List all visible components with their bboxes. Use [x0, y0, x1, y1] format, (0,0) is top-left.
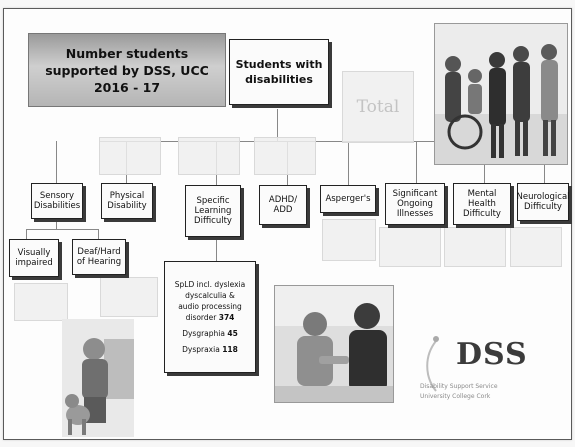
category-label-line: ADD	[273, 205, 293, 215]
spld-line-6: Dyspraxia 118	[182, 344, 238, 355]
count-placeholder-illness	[379, 227, 441, 267]
sub-label-line: Visually	[17, 248, 51, 258]
students-group-illustration	[435, 24, 567, 164]
category-label-line: Health	[468, 199, 496, 209]
sub-label-line: of Hearing	[76, 257, 122, 267]
dss-logo: DSS Disability Support Service Universit…	[414, 321, 554, 411]
spld-dysgraphia-label: Dysgraphia	[182, 329, 225, 338]
category-label-line: Physical	[109, 191, 145, 201]
spld-line-5: Dysgraphia 45	[182, 328, 238, 339]
dss-logo-tagline-1: Disability Support Service	[420, 383, 498, 390]
sub-node-visually-impaired: Visually impaired	[9, 239, 59, 277]
category-node-adhd: ADHD/ ADD	[259, 185, 307, 225]
category-label-line: Specific	[196, 196, 230, 206]
total-label: Total	[356, 97, 400, 117]
category-node-physical: Physical Disability	[101, 183, 153, 219]
tutoring-session-photo	[274, 285, 394, 403]
spld-line-4: disorder 374	[186, 312, 235, 323]
connector-root-down	[277, 109, 278, 141]
category-label-line: Learning	[194, 206, 232, 216]
tutoring-session-illustration	[275, 286, 393, 402]
connector-top-bus	[99, 141, 561, 142]
spld-dyspraxia-label: Dyspraxia	[182, 345, 220, 354]
dss-logo-text: DSS	[456, 337, 528, 372]
connector-visual	[26, 229, 27, 241]
category-label-line: Disabilities	[33, 201, 81, 211]
count-placeholder-visual	[14, 283, 68, 321]
root-label-line-1: Students with	[235, 58, 323, 71]
sub-label-line: Deaf/Hard	[77, 247, 121, 257]
count-placeholder-deaf	[100, 277, 158, 317]
child-with-dog-illustration	[62, 319, 134, 437]
child-with-dog-photo	[62, 319, 134, 437]
category-label-line: Ongoing	[397, 199, 433, 209]
root-node: Students with disabilities	[229, 39, 329, 105]
category-label-line: Disability	[107, 201, 147, 211]
spld-detail-box: SpLD incl. dyslexia dyscalculia & audio …	[164, 261, 256, 373]
category-label-line: Illnesses	[396, 209, 434, 219]
slide: Number students supported by DSS, UCC 20…	[3, 8, 572, 440]
category-node-illness: Significant Ongoing Illnesses	[385, 183, 445, 225]
title-line-3: 2016 - 17	[93, 79, 161, 95]
category-label-line: Significant	[392, 189, 438, 199]
count-placeholder-mental	[444, 227, 506, 267]
category-label-line: Difficulty	[524, 202, 562, 212]
title-line-1: Number students	[65, 45, 189, 61]
category-node-spld: Specific Learning Difficulty	[185, 185, 241, 237]
count-placeholder-sensory	[99, 137, 161, 175]
category-label-line: Asperger's	[325, 194, 371, 204]
title-line-2: supported by DSS, UCC	[45, 62, 209, 78]
root-label-line-2: disabilities	[245, 73, 313, 86]
spld-line-1: SpLD incl. dyslexia	[174, 280, 246, 289]
count-placeholder-aspergers	[322, 219, 376, 261]
spld-dyspraxia-value: 118	[222, 345, 238, 354]
connector-illness	[416, 141, 417, 187]
spld-line-2: dyscalculia &	[185, 291, 235, 300]
category-label-line: Difficulty	[463, 209, 501, 219]
connector-aspergers	[348, 141, 349, 187]
category-node-sensory: Sensory Disabilities	[31, 183, 83, 219]
connector-deaf	[98, 229, 99, 241]
category-label-line: Mental	[467, 189, 497, 199]
count-placeholder-physical	[178, 137, 240, 175]
category-label-line: ADHD/	[268, 195, 298, 205]
dss-logo-tagline-2: University College Cork	[420, 393, 491, 400]
spld-line-3: audio processing	[178, 302, 242, 311]
connector-sensory-drop	[56, 221, 57, 229]
category-label-line: Difficulty	[194, 216, 232, 226]
spld-disorder-label: disorder	[185, 313, 217, 322]
connector-sensory-bus	[26, 229, 98, 230]
category-label-line: Neurological	[516, 192, 570, 202]
spld-dysgraphia-value: 45	[227, 329, 238, 338]
slide-title: Number students supported by DSS, UCC 20…	[28, 33, 226, 107]
students-group-photo	[434, 23, 568, 165]
sub-label-line: impaired	[15, 258, 53, 268]
sub-node-deaf-hard-of-hearing: Deaf/Hard of Hearing	[72, 239, 126, 275]
connector-sensory	[56, 141, 57, 187]
count-placeholder-total: Total	[342, 71, 414, 143]
spld-disorder-value: 374	[218, 313, 235, 322]
category-node-aspergers: Asperger's	[320, 185, 376, 213]
connector-spld-detail	[216, 239, 217, 265]
category-node-mental: Mental Health Difficulty	[453, 183, 511, 225]
count-placeholder-spld	[254, 137, 316, 175]
count-placeholder-neuro	[510, 227, 562, 267]
category-node-neuro: Neurological Difficulty	[516, 183, 570, 221]
category-label-line: Sensory	[39, 191, 75, 201]
dss-logo-mark	[426, 336, 439, 392]
